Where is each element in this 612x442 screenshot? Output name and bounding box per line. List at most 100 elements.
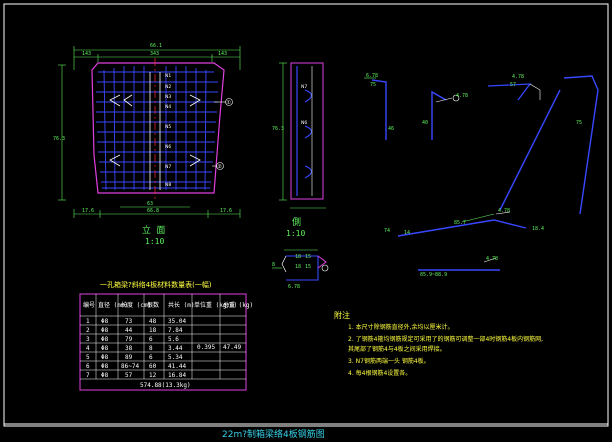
svg-text:3: 3 [86,336,90,343]
hook-dim-3: 18 [295,264,301,270]
table-header-count: 根数 [147,301,159,309]
front-view [58,46,241,218]
front-dim-bottom-2: 63 [147,201,153,207]
table-header-total-wt: 总重 (kg) [223,301,253,309]
table-header-no: 编号 [83,301,95,309]
table-header-dia: 直径 (mm) [98,301,128,309]
svg-text:7: 7 [86,372,90,379]
notes-title: 附注 [334,310,350,320]
bar5-label-b: 4.78 [498,208,510,214]
bar1-label-a: 6.78 [366,73,378,79]
front-bar-label-8: N8 [165,182,171,188]
side-view-title: 側 [292,216,301,228]
front-dim-total: 66.1 [150,43,162,49]
front-dim-bottom-3: 66.8 [147,208,159,214]
hook-dim-1: 18 [295,254,301,260]
hook-dim-6: 6.78 [288,284,300,290]
table-total-weight: 47.49 [223,344,241,351]
front-dim-height: 76.3 [53,136,65,142]
front-bar-label-6: N6 [165,144,171,150]
table-unit-weight: 0.395 [197,344,215,351]
front-bar-label-1: N1 [165,73,171,79]
front-view-title: 立 面 [142,224,165,236]
svg-text:86~74: 86~74 [121,363,139,370]
hook-dim-2: 15 [305,254,311,260]
svg-text:1: 1 [86,318,90,325]
side-bar-label-n7: N7 [301,84,307,90]
svg-text:18: 18 [149,327,157,334]
svg-text:7.84: 7.84 [168,327,183,334]
svg-text:6: 6 [149,336,153,343]
table-header-unit-wt: 单位重 (kg/m) [194,301,237,309]
table-title: 一孔箱梁?斜络4板材料数量表(一幅) [100,280,212,289]
table-row: 2 Φ8 44 18 7.84 [86,327,183,334]
table-row: 1 Φ8 73 48 35.04 [86,318,186,325]
svg-text:44: 44 [125,327,133,334]
svg-text:89: 89 [125,354,133,361]
table-row: 6 Φ8 86~74 60 41.44 [86,363,186,370]
table-header-total-len: 共长 (m) [168,301,194,309]
bar1-label-b: 75 [370,82,376,88]
side-dim-height: 76.3 [272,126,284,132]
note-item-1: 1. 本尺寸除钢筋直径外,余均以厘米计。 [348,323,454,331]
table-footer-total: 574.88(13.3kg) [140,382,191,389]
bar1-label-c: 46 [388,126,394,132]
svg-text:6: 6 [86,363,90,370]
bar-shapes [364,75,599,271]
front-dim-left: 143 [82,51,91,57]
svg-text:16.84: 16.84 [168,372,186,379]
note-item-3: 3. N7钢筋两端一头 钢筋4板。 [348,357,430,365]
bar2-label-a: 4.78 [456,93,468,99]
svg-text:5.6: 5.6 [168,336,179,343]
svg-text:48: 48 [149,318,157,325]
svg-text:Φ8: Φ8 [101,363,109,370]
table-header-len: 长度 (cm) [121,301,151,309]
note-item-4: 4. 每4根钢筋4设置各。 [348,369,411,377]
bar5-label-a: 85.7 [454,220,466,226]
svg-text:35.04: 35.04 [168,318,186,325]
front-dim-bottom-4: 17.6 [220,208,232,214]
front-dim-bottom-1: 17.6 [82,208,94,214]
svg-text:2: 2 [86,327,90,334]
front-bar-label-7: N7 [165,164,171,170]
table-row: 3 Φ8 79 6 5.6 [86,336,179,343]
svg-text:5: 5 [86,354,90,361]
svg-text:73: 73 [125,318,133,325]
svg-text:79: 79 [125,336,133,343]
svg-text:Φ8: Φ8 [101,345,109,352]
material-table [79,293,247,391]
bar4-label-b: 74 [384,228,390,234]
note-item-2: 2. 了钢筋4箍均钢筋规定可采用了的钢筋可调整一部4时钢筋4板内钢筋网, [348,335,543,343]
svg-text:12: 12 [149,372,157,379]
bar5-label-d: 18.4 [532,226,544,232]
hook-detail [272,249,329,281]
svg-text:60: 60 [149,363,157,370]
svg-text:Φ8: Φ8 [101,372,109,379]
svg-text:8: 8 [149,345,153,352]
table-row: 5 Φ8 89 6 5.34 [86,354,183,361]
bar6-label-b: 4.78 [486,256,498,262]
svg-text:6: 6 [149,354,153,361]
svg-text:38: 38 [125,345,133,352]
hook-dim-5: 8 [272,262,275,268]
front-dim-mid: 343 [150,51,159,57]
front-callout-1: ① [227,100,232,106]
svg-text:3.44: 3.44 [168,345,183,352]
svg-text:57: 57 [125,372,133,379]
svg-text:Φ8: Φ8 [101,336,109,343]
svg-text:5.34: 5.34 [168,354,183,361]
front-view-scale: 1:10 [145,237,164,246]
bar3-label-a: 57 [510,82,516,88]
front-bar-label-4: N4 [165,104,171,110]
svg-text:4: 4 [86,345,90,352]
side-bar-label-n6: N6 [301,120,307,126]
bar3-label-b: 4.78 [512,74,524,80]
front-bar-label-2: N2 [165,84,171,90]
svg-text:Φ8: Φ8 [101,327,109,334]
bar6-label-a: 85.9~88.9 [420,272,447,278]
bar5-label-c: 14 [404,230,410,236]
side-view-scale: 1:10 [286,229,305,238]
front-callout-2: ② [218,164,223,170]
svg-text:41.44: 41.44 [168,363,186,370]
front-dim-right: 143 [218,51,227,57]
